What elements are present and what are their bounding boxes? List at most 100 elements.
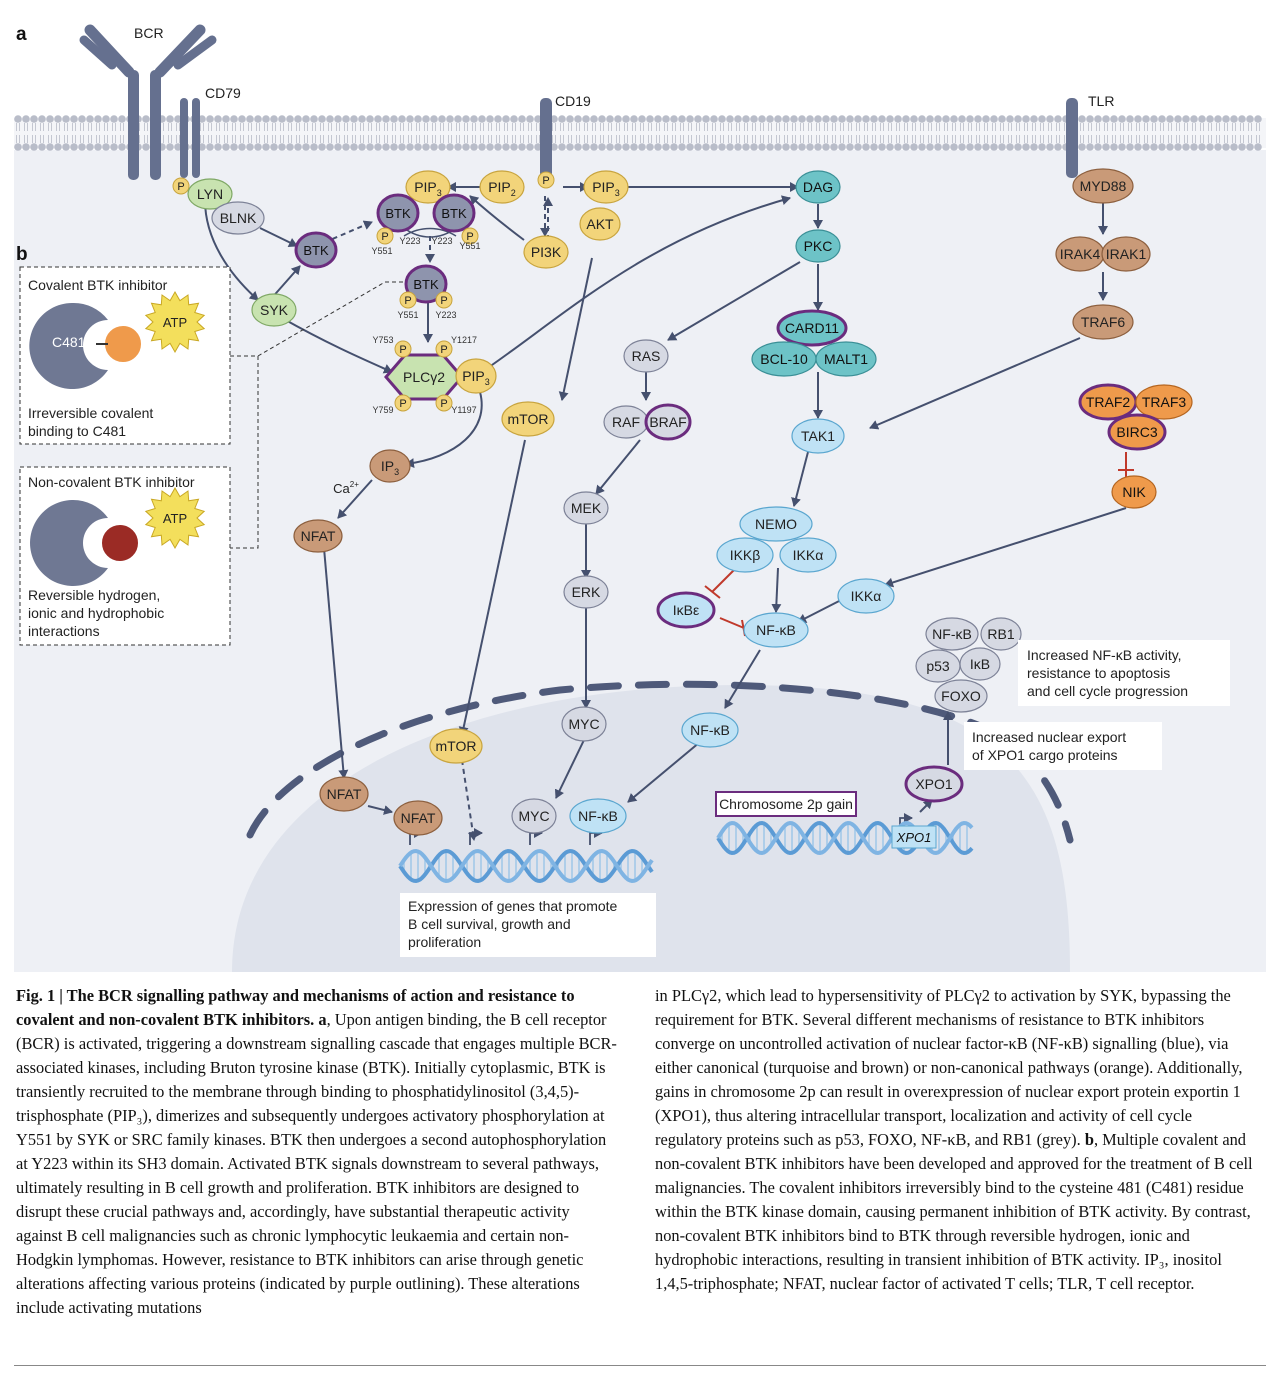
irak1-node-label: IRAK1 [1106,246,1147,262]
svg-text:PLCγ2: PLCγ2 [403,369,445,385]
nfkb-node-nuclear-label: NF-κB [690,722,730,738]
svg-text:P: P [542,175,549,187]
mtor-node-cytoplasm-label: mTOR [508,411,549,427]
pi3k-node: PI3K [523,235,569,269]
pathway-arrow [259,227,298,247]
svg-text:P: P [399,344,406,356]
pathway-arrows [204,182,1134,845]
phosphosite-y223: Y223 [431,236,452,246]
nfat-node-nucleus-1: NFAT [319,776,369,812]
nemo-node-label: NEMO [755,516,797,532]
nik-node-label: NIK [1122,484,1146,500]
nfkb-node-promoter-label: NF-κB [578,808,618,824]
pathway-arrow [884,507,1127,588]
pathway-arrow [724,649,761,709]
export-2: of XPO1 cargo proteins [972,747,1118,763]
pathway-arrow [405,391,483,468]
chromosome-gain-box [715,791,857,817]
pathway-arrow [367,805,393,815]
ikbe-node: IκBε [656,591,716,629]
genes-box [400,893,656,957]
caption-right-column: in PLCγ2, which lead to hypersensitivity… [655,984,1257,1296]
atp-label-covalent: ATP [163,315,187,330]
myc-node-cytoplasm-label: MYC [568,716,599,732]
noncovalent-title: Non-covalent BTK inhibitor [28,474,195,490]
transcription-arrow [469,828,483,845]
nfkb-node-nuclear: NF-κB [681,712,739,748]
phosphate-badge: P [435,291,453,309]
syk-node: SYK [251,293,297,327]
xpo1-node: XPO1 [904,765,964,803]
lyn-node: LYN [187,178,233,210]
pathway-arrow [554,739,585,799]
raf-node: RAF [603,405,649,439]
card11-node: CARD11 [776,309,848,347]
phosphate-badge: P [172,177,190,195]
phosphate-badge: P [394,340,412,358]
nfkb-activity-box [1018,640,1230,706]
nfat-node-nucleus-2: NFAT [393,800,443,836]
erk-node-label: ERK [572,584,601,600]
phosphosite-y1217: Y1217 [451,335,477,345]
nfkb-activity-3: and cell cycle progression [1027,683,1188,699]
pathway-arrow [337,479,373,519]
caption-left-text: , Upon antigen binding, the B cell recep… [16,1010,617,1317]
phosphosite-y551: Y551 [459,241,480,251]
pathway-arrow [323,547,349,779]
pathway-arrow [469,195,525,241]
nfkb-activity-1: Increased NF-κB activity, [1027,647,1182,663]
btk-dimer-left: BTK [376,193,420,233]
atp-label-noncovalent: ATP [163,511,187,526]
foxo-node-label: FOXO [941,688,981,704]
pip2-node: PIP2 [479,170,525,204]
mek-node: MEK [563,491,609,525]
lyn-node-label: LYN [197,186,223,202]
bcr-receptor [79,24,217,180]
svg-text:P: P [440,295,447,307]
svg-text:P: P [381,231,388,243]
tak1-node: TAK1 [791,418,845,454]
pathway-arrow [461,759,478,841]
traf6-node-label: TRAF6 [1081,314,1126,330]
ras-node: RAS [623,339,669,373]
rb1-node: RB1 [980,617,1022,651]
chromosome-helix-strand [716,820,974,856]
noncovalent-desc-2: ionic and hydrophobic [28,605,164,621]
c481-label: C481 [52,334,86,350]
xpo1-node-label: XPO1 [915,776,953,792]
pathway-arrow [771,567,782,613]
caption-right-text-1: in PLCγ2, which lead to hypersensitivity… [655,986,1243,1149]
ikbe-node-label: IκBε [673,602,699,618]
irak4-node: IRAK4 [1055,236,1105,272]
cd19-label: CD19 [555,93,591,109]
myc-node-cytoplasm: MYC [561,706,607,742]
phosphosite-y759: Y759 [372,405,393,415]
akt-node-label: AKT [586,216,614,232]
gene-helix-strand [398,848,654,884]
card11-node-label: CARD11 [785,320,839,336]
ikka-node-canonical-label: IKKα [793,547,824,563]
pathway-arrow [558,257,593,401]
noncovalent-desc-1: Reversible hydrogen, [28,587,160,603]
traf3-node-label: TRAF3 [1142,394,1187,410]
bcl10-node-label: BCL-10 [760,351,808,367]
btk-node-active: BTK [404,264,448,304]
irak1-node: IRAK1 [1101,236,1151,272]
nfkb-node-cytoplasm-label: NF-κB [756,622,796,638]
pip3-node-cd19: PIP3 [583,170,629,204]
nemo-node: NEMO [739,506,813,542]
p53-node-label: p53 [926,658,950,674]
pip3-node-top-label: PIP3 [414,179,442,198]
pathway-arrow [791,451,809,507]
svg-text:P: P [440,344,447,356]
covalent-desc-1: Irreversible covalent [28,405,153,421]
pathway-arrow [667,261,801,341]
pip3-node-plcg2: PIP3 [455,358,497,394]
phosphate-badge: P [399,291,417,309]
panel-label-a: a [16,24,27,45]
phosphate-badge: P [435,340,453,358]
btk-kinase-covalent [29,302,108,389]
tlr-label: TLR [1088,93,1114,109]
birc3-node: BIRC3 [1107,413,1167,451]
blnk-node: BLNK [211,201,265,235]
